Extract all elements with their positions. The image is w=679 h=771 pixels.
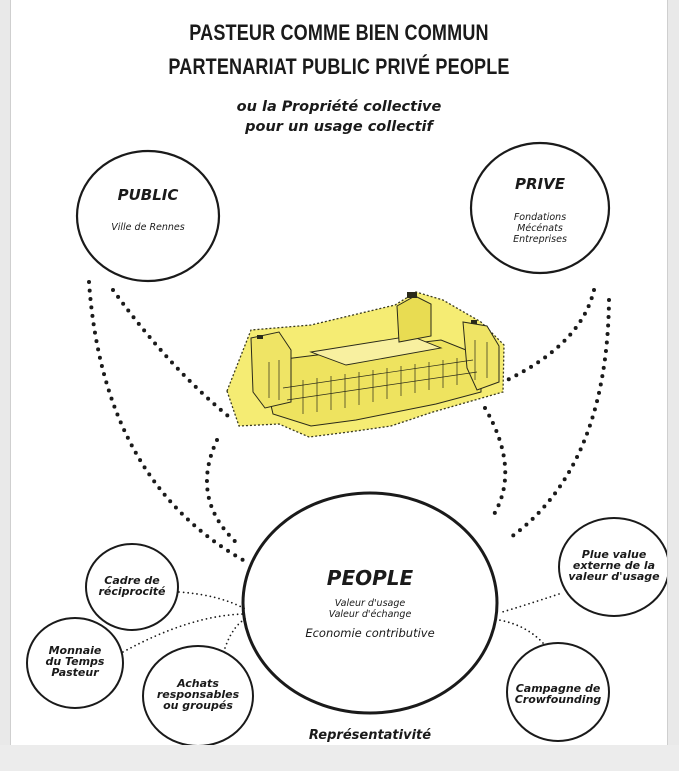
main-connectors bbox=[87, 280, 611, 562]
secondary-connectors bbox=[122, 591, 560, 653]
public-circle bbox=[75, 149, 221, 283]
achats-circle bbox=[142, 645, 254, 745]
prive-title: PRIVE bbox=[515, 175, 565, 193]
people-circle bbox=[241, 491, 499, 715]
achats-line-1: Achats bbox=[177, 677, 219, 690]
building-roof-details bbox=[257, 292, 477, 339]
subtitle-line-1: ou la Propriété collective bbox=[236, 99, 442, 115]
achats-line-2: responsables bbox=[156, 688, 240, 701]
connector-campagne bbox=[498, 619, 544, 644]
campagne-circle bbox=[506, 642, 610, 742]
connector-monnaie bbox=[122, 613, 246, 653]
connector-achats bbox=[224, 617, 248, 649]
campagne-line-1: Campagne de bbox=[515, 682, 601, 695]
building-courtyard bbox=[309, 335, 443, 366]
building-windows bbox=[268, 340, 488, 414]
people-sub-3: Economie contributive bbox=[305, 626, 435, 640]
cadre-circle bbox=[85, 543, 179, 631]
monnaie-circle bbox=[26, 617, 124, 709]
monnaie-line-2: du Temps bbox=[45, 655, 105, 668]
connector-building-people-right bbox=[483, 406, 508, 518]
building-left-pavilion bbox=[250, 331, 292, 409]
subtitle-line-2: pour un usage collectif bbox=[245, 119, 433, 135]
prive-sub-1: Fondations bbox=[513, 212, 567, 223]
connector-prive-people-outer bbox=[505, 298, 611, 542]
campagne-line-2: Crowfounding bbox=[514, 693, 602, 706]
achats-line-3: ou groupés bbox=[163, 699, 233, 712]
diagram-frame: PASTEUR COMME BIEN COMMUN PARTENARIAT PU… bbox=[10, 0, 668, 745]
building-illustration bbox=[226, 291, 505, 438]
connector-public-people-outer bbox=[87, 280, 245, 562]
plus-value-line-2: externe de la bbox=[572, 559, 656, 572]
public-sub: Ville de Rennes bbox=[111, 222, 185, 233]
people-sub-2: Valeur d'échange bbox=[328, 609, 412, 620]
people-sub-1: Valeur d'usage bbox=[334, 598, 406, 609]
building-center-tower bbox=[396, 295, 432, 343]
prive-circle bbox=[469, 141, 611, 275]
title-line-2: PARTENARIAT PUBLIC PRIVÉ PEOPLE bbox=[168, 54, 510, 79]
connector-public-building bbox=[111, 288, 235, 422]
connector-cadre bbox=[178, 591, 248, 611]
bottom-strip bbox=[0, 745, 679, 771]
public-title: PUBLIC bbox=[117, 186, 179, 204]
people-title: PEOPLE bbox=[326, 566, 414, 590]
prive-sub-2: Mécénats bbox=[517, 223, 563, 234]
plus-value-line-3: valeur d'usage bbox=[568, 570, 660, 583]
cadre-line-2: réciprocité bbox=[98, 585, 166, 598]
plus-value-line-1: Plue value bbox=[581, 548, 647, 561]
connector-prive-building bbox=[501, 288, 596, 384]
plus-value-circle bbox=[558, 517, 667, 617]
diagram-canvas bbox=[26, 141, 667, 745]
connector-plus-value bbox=[498, 593, 560, 614]
prive-sub-3: Entreprises bbox=[513, 234, 567, 245]
cadre-line-1: Cadre de bbox=[104, 574, 160, 587]
monnaie-line-1: Monnaie bbox=[48, 644, 102, 657]
monnaie-line-3: Pasteur bbox=[51, 666, 99, 679]
representativite-label: Représentativité bbox=[308, 728, 432, 743]
connector-building-people-left bbox=[205, 438, 241, 547]
title-line-1: PASTEUR COMME BIEN COMMUN bbox=[189, 20, 489, 45]
